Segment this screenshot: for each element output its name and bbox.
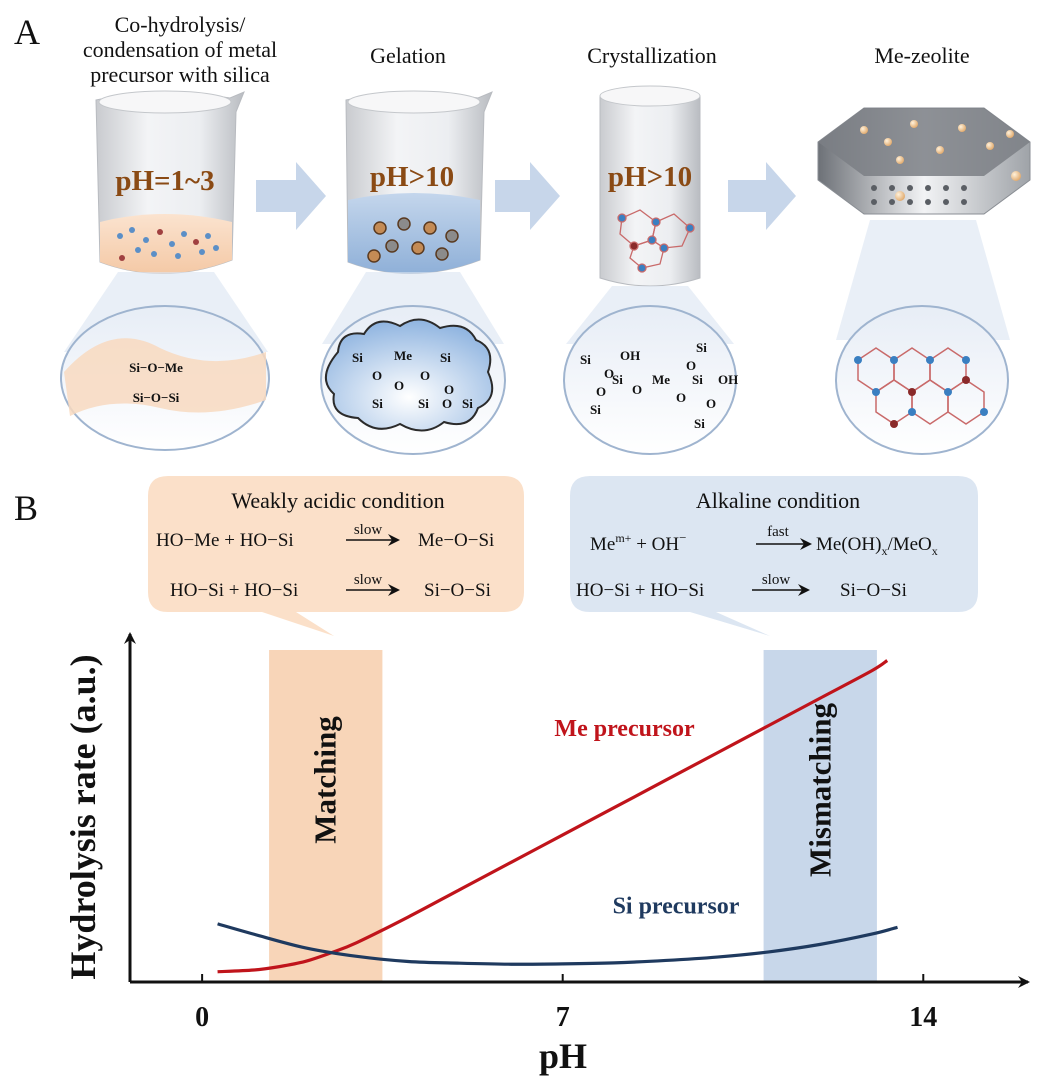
framework-crystal	[617, 209, 695, 273]
process-arrow-2	[495, 162, 560, 230]
zoom-lens-1	[60, 305, 270, 451]
series-label-si-precursor: Si precursor	[613, 894, 740, 920]
svg-text:O: O	[632, 382, 642, 397]
svg-text:O: O	[372, 368, 382, 383]
series-line-si-precursor	[217, 922, 898, 966]
particles-gelation	[367, 217, 459, 263]
svg-text:Si: Si	[612, 372, 623, 387]
zoom-lens-3	[563, 305, 737, 455]
svg-text:Si: Si	[694, 416, 705, 431]
x-axis-label: pH	[539, 1036, 587, 1076]
acidic-eq2-left: HO−Si + HO−Si	[170, 580, 298, 601]
zoom-lens-4	[835, 305, 1009, 455]
alkaline-eq2-left: HO−Si + HO−Si	[576, 580, 704, 601]
svg-text:Me: Me	[652, 372, 670, 387]
particles-acidic	[117, 227, 219, 261]
acidic-eq1-over: slow	[354, 522, 383, 538]
svg-text:Si: Si	[462, 396, 473, 411]
band-label-mismatching: Mismatching	[802, 703, 837, 877]
step1-title-line2: condensation of metal	[83, 37, 277, 62]
svg-text:O: O	[686, 358, 696, 373]
bond-si-o-me: Si−O−Me	[129, 360, 183, 375]
svg-text:Me: Me	[394, 348, 412, 363]
svg-text:O: O	[706, 396, 716, 411]
band-label-matching: Matching	[308, 716, 343, 844]
alkaline-title: Alkaline condition	[696, 488, 860, 513]
precursor-chain: Si OH O Si O Si O Me O Si O Si OH O Si	[580, 340, 738, 431]
svg-text:Si: Si	[372, 396, 383, 411]
bond-si-o-si: Si−O−Si	[133, 390, 180, 405]
x-tick-label-7: 7	[556, 1002, 570, 1033]
svg-text:Si: Si	[580, 352, 591, 367]
svg-text:OH: OH	[718, 372, 738, 387]
svg-text:O: O	[444, 382, 454, 397]
zeolite-framework	[854, 347, 988, 428]
zoom-lens-2	[320, 305, 506, 455]
step3-title: Crystallization	[587, 43, 717, 68]
svg-text:Si: Si	[590, 402, 601, 417]
process-arrow-3	[728, 162, 796, 230]
svg-text:O: O	[442, 396, 452, 411]
acidic-eq2-right: Si−O−Si	[424, 580, 491, 601]
svg-text:O: O	[394, 378, 404, 393]
step4-title: Me-zeolite	[874, 43, 969, 68]
x-tick-label-0: 0	[195, 1002, 209, 1033]
svg-text:Si: Si	[352, 350, 363, 365]
beaker1-ph: pH=1~3	[115, 165, 214, 197]
svg-text:Si: Si	[418, 396, 429, 411]
svg-text:O: O	[676, 390, 686, 405]
zoom-cone-4	[836, 220, 1010, 340]
zeolite-crystal	[817, 107, 1031, 215]
alkaline-eq2-right: Si−O−Si	[840, 580, 907, 601]
acidic-eq1-right: Me−O−Si	[418, 530, 494, 551]
x-tick-label-14: 14	[909, 1002, 937, 1033]
alkaline-eq2-over: slow	[762, 572, 791, 588]
alkaline-condition-box	[570, 476, 978, 636]
svg-text:Si: Si	[440, 350, 451, 365]
svg-text:O: O	[420, 368, 430, 383]
alkaline-eq1-left: Mem+ + OH−	[590, 530, 686, 555]
svg-text:OH: OH	[620, 348, 640, 363]
acidic-eq1-left: HO−Me + HO−Si	[156, 530, 294, 551]
svg-text:Si: Si	[696, 340, 707, 355]
panel-b-label: B	[14, 488, 38, 528]
step1-title-line3: precursor with silica	[90, 62, 270, 87]
acidic-eq2-over: slow	[354, 572, 383, 588]
svg-text:O: O	[604, 366, 614, 381]
svg-text:Si: Si	[692, 372, 703, 387]
band-matching	[269, 650, 383, 982]
autoclave-ph: pH>10	[608, 161, 692, 193]
process-arrow-1	[256, 162, 326, 230]
step1-title-line1: Co-hydrolysis/	[115, 12, 247, 37]
band-mismatching	[763, 650, 877, 982]
series-label-me-precursor: Me precursor	[554, 716, 695, 742]
series-line-me-precursor	[217, 659, 889, 974]
alkaline-eq1-over: fast	[767, 524, 789, 540]
hydrolysis-rate-chart: Matching Mismatching 0 7 14 pH Hydrolysis rate…	[63, 632, 1030, 1076]
svg-text:O: O	[596, 384, 606, 399]
beaker2-ph: pH>10	[370, 161, 454, 193]
panel-a-label: A	[14, 12, 40, 52]
gel-network: Si O Me O Si O O Si Si O Si	[352, 348, 473, 411]
step2-title: Gelation	[370, 43, 446, 68]
acidic-title: Weakly acidic condition	[231, 488, 444, 513]
acidic-condition-box	[148, 476, 524, 636]
y-axis-label: Hydrolysis rate (a.u.)	[63, 654, 103, 979]
alkaline-eq1-right: Me(OH)x/MeOx	[816, 534, 938, 558]
